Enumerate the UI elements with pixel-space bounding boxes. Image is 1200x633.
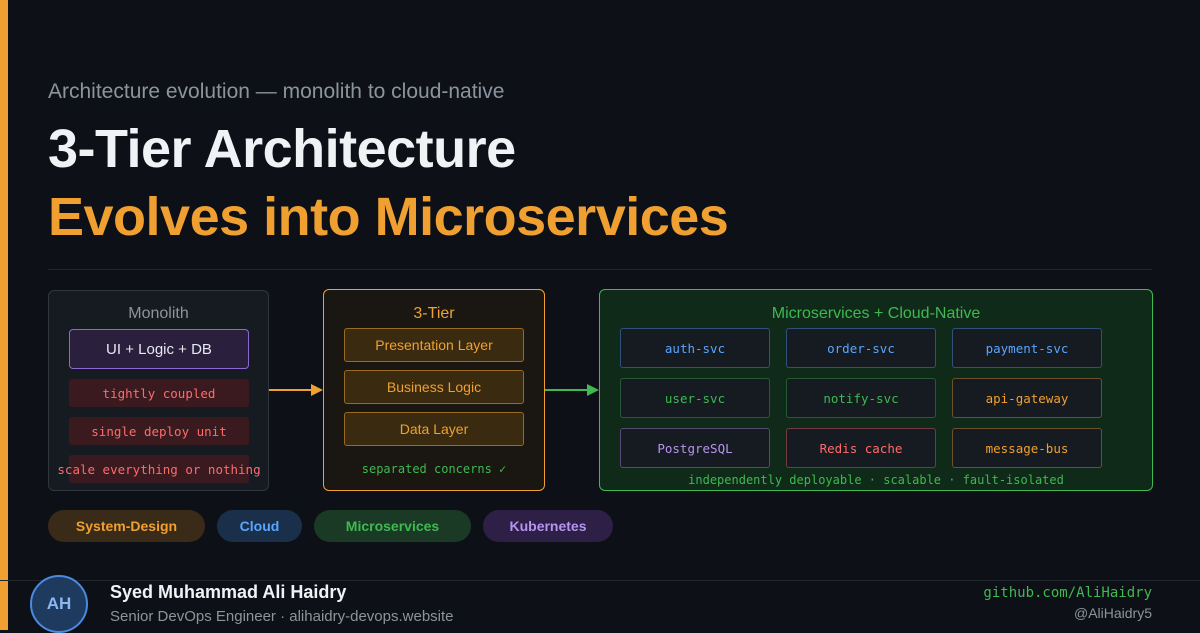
tier-layer-business: Business Logic xyxy=(344,370,524,404)
tier-layer-data: Data Layer xyxy=(344,412,524,446)
monolith-main-block: UI + Logic + DB xyxy=(69,329,249,369)
github-link[interactable]: github.com/AliHaidry xyxy=(983,585,1152,601)
tier-layer-presentation: Presentation Layer xyxy=(344,328,524,362)
author-name: Syed Muhammad Ali Haidry xyxy=(110,582,347,602)
service-postgresql: PostgreSQL xyxy=(620,428,770,468)
tag-system-design[interactable]: System-Design xyxy=(48,510,205,542)
avatar: AH xyxy=(30,575,88,633)
microservices-title: Microservices + Cloud-Native xyxy=(771,305,981,322)
author-role: Senior DevOps Engineer · alihaidry-devop… xyxy=(110,608,454,625)
page-title-line1: 3-Tier Architecture xyxy=(48,119,516,179)
service-auth-svc: auth-svc xyxy=(620,328,770,368)
header-divider xyxy=(48,269,1152,270)
arrow-monolith-to-3tier xyxy=(269,384,323,396)
accent-bar xyxy=(0,0,8,630)
service-message-bus: message-bus xyxy=(952,428,1102,468)
microservices-panel: Microservices + Cloud-Native auth-svc ord… xyxy=(599,289,1153,491)
monolith-panel: Monolith UI + Logic + DB tightly coupled… xyxy=(48,290,269,491)
service-order-svc: order-svc xyxy=(786,328,936,368)
microservices-note: independently deployable · scalable · fa… xyxy=(688,473,1064,487)
social-handle: @AliHaidry5 xyxy=(1073,605,1152,621)
page-subtitle: Architecture evolution — monolith to clo… xyxy=(48,80,505,103)
tag-cloud[interactable]: Cloud xyxy=(217,510,302,542)
tag-kubernetes[interactable]: Kubernetes xyxy=(483,510,613,542)
monolith-issue: scale everything or nothing xyxy=(57,455,261,483)
footer-divider xyxy=(0,580,1200,581)
service-notify-svc: notify-svc xyxy=(786,378,936,418)
service-user-svc: user-svc xyxy=(620,378,770,418)
monolith-issue: single deploy unit xyxy=(69,417,249,445)
arrow-3tier-to-microservices xyxy=(545,384,599,396)
service-redis-cache: Redis cache xyxy=(786,428,936,468)
page-title-line2: Evolves into Microservices xyxy=(48,187,729,247)
monolith-issue: tightly coupled xyxy=(69,379,249,407)
three-tier-title: 3-Tier xyxy=(413,305,455,322)
service-api-gateway: api-gateway xyxy=(952,378,1102,418)
monolith-title: Monolith xyxy=(128,305,189,322)
service-payment-svc: payment-svc xyxy=(952,328,1102,368)
three-tier-note: separated concerns ✓ xyxy=(361,462,507,476)
three-tier-panel: 3-Tier Presentation Layer Business Logic… xyxy=(323,289,545,491)
tag-microservices[interactable]: Microservices xyxy=(314,510,471,542)
